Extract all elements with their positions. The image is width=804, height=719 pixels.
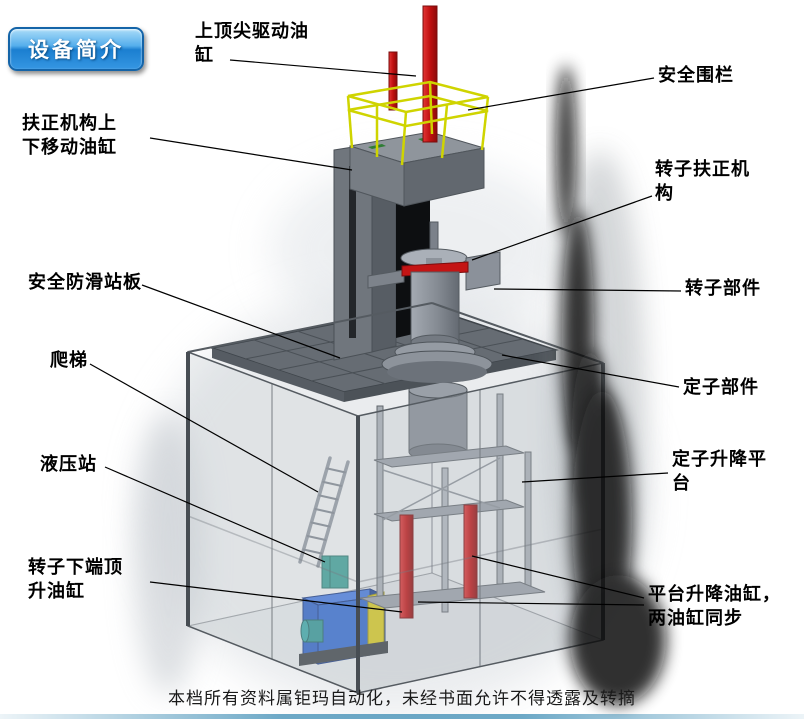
footer-disclaimer: 本档所有资料属钜玛自动化，未经书面允许不得透露及转摘 [168, 689, 636, 709]
label-centering-mechanism-cylinder: 扶正机构上 下移动油缸 [22, 113, 117, 159]
label-safety-fence: 安全围栏 [658, 65, 734, 86]
label-hydraulic-station: 液压站 [40, 454, 97, 475]
leader-rotor-centering [471, 195, 653, 261]
label-stator-part: 定子部件 [683, 377, 759, 398]
ladder-graphic [298, 456, 350, 568]
leader-platform-lift-2 [417, 601, 645, 606]
label-ladder: 爬梯 [50, 350, 88, 371]
leader-stator-lift [521, 472, 669, 483]
label-platform-lift-cylinders: 平台升降油缸， 两油缸同步 [648, 584, 781, 630]
leader-anti-slip [141, 284, 341, 359]
leader-rotor-part [493, 288, 682, 292]
leader-ladder [89, 363, 319, 493]
enclosure-front [186, 302, 605, 695]
label-rotor-bottom-jack-cylinder: 转子下端顶 升油缸 [28, 557, 123, 603]
label-top-drive-cylinder: 上顶尖驱动油 缸 [195, 21, 309, 67]
safety-fence-graphic [346, 80, 490, 166]
title-badge: 设备简介 [8, 27, 144, 71]
stator-lift-frame-graphic [359, 381, 546, 619]
leader-platform-lift-1 [471, 555, 645, 599]
label-anti-slip-platform: 安全防滑站板 [28, 272, 142, 293]
title-badge-label: 设备简介 [28, 38, 124, 62]
footer-divider [0, 714, 804, 719]
rotor-assembly-graphic [367, 221, 501, 383]
leader-rotor-bottom [149, 581, 403, 613]
head-block-graphic [349, 131, 485, 207]
leader-stator-part [501, 354, 680, 388]
dark-smudge [555, 65, 666, 705]
leader-top-drive [229, 59, 417, 77]
leader-safety-fence [467, 77, 655, 111]
leader-lines [89, 59, 682, 613]
label-stator-lift-platform: 定子升降平 台 [672, 449, 767, 495]
label-rotor-part: 转子部件 [685, 278, 761, 299]
leader-hydraulic [104, 466, 326, 563]
label-rotor-centering-mechanism: 转子扶正机 构 [655, 159, 750, 205]
leader-centering-cyl [149, 137, 353, 171]
